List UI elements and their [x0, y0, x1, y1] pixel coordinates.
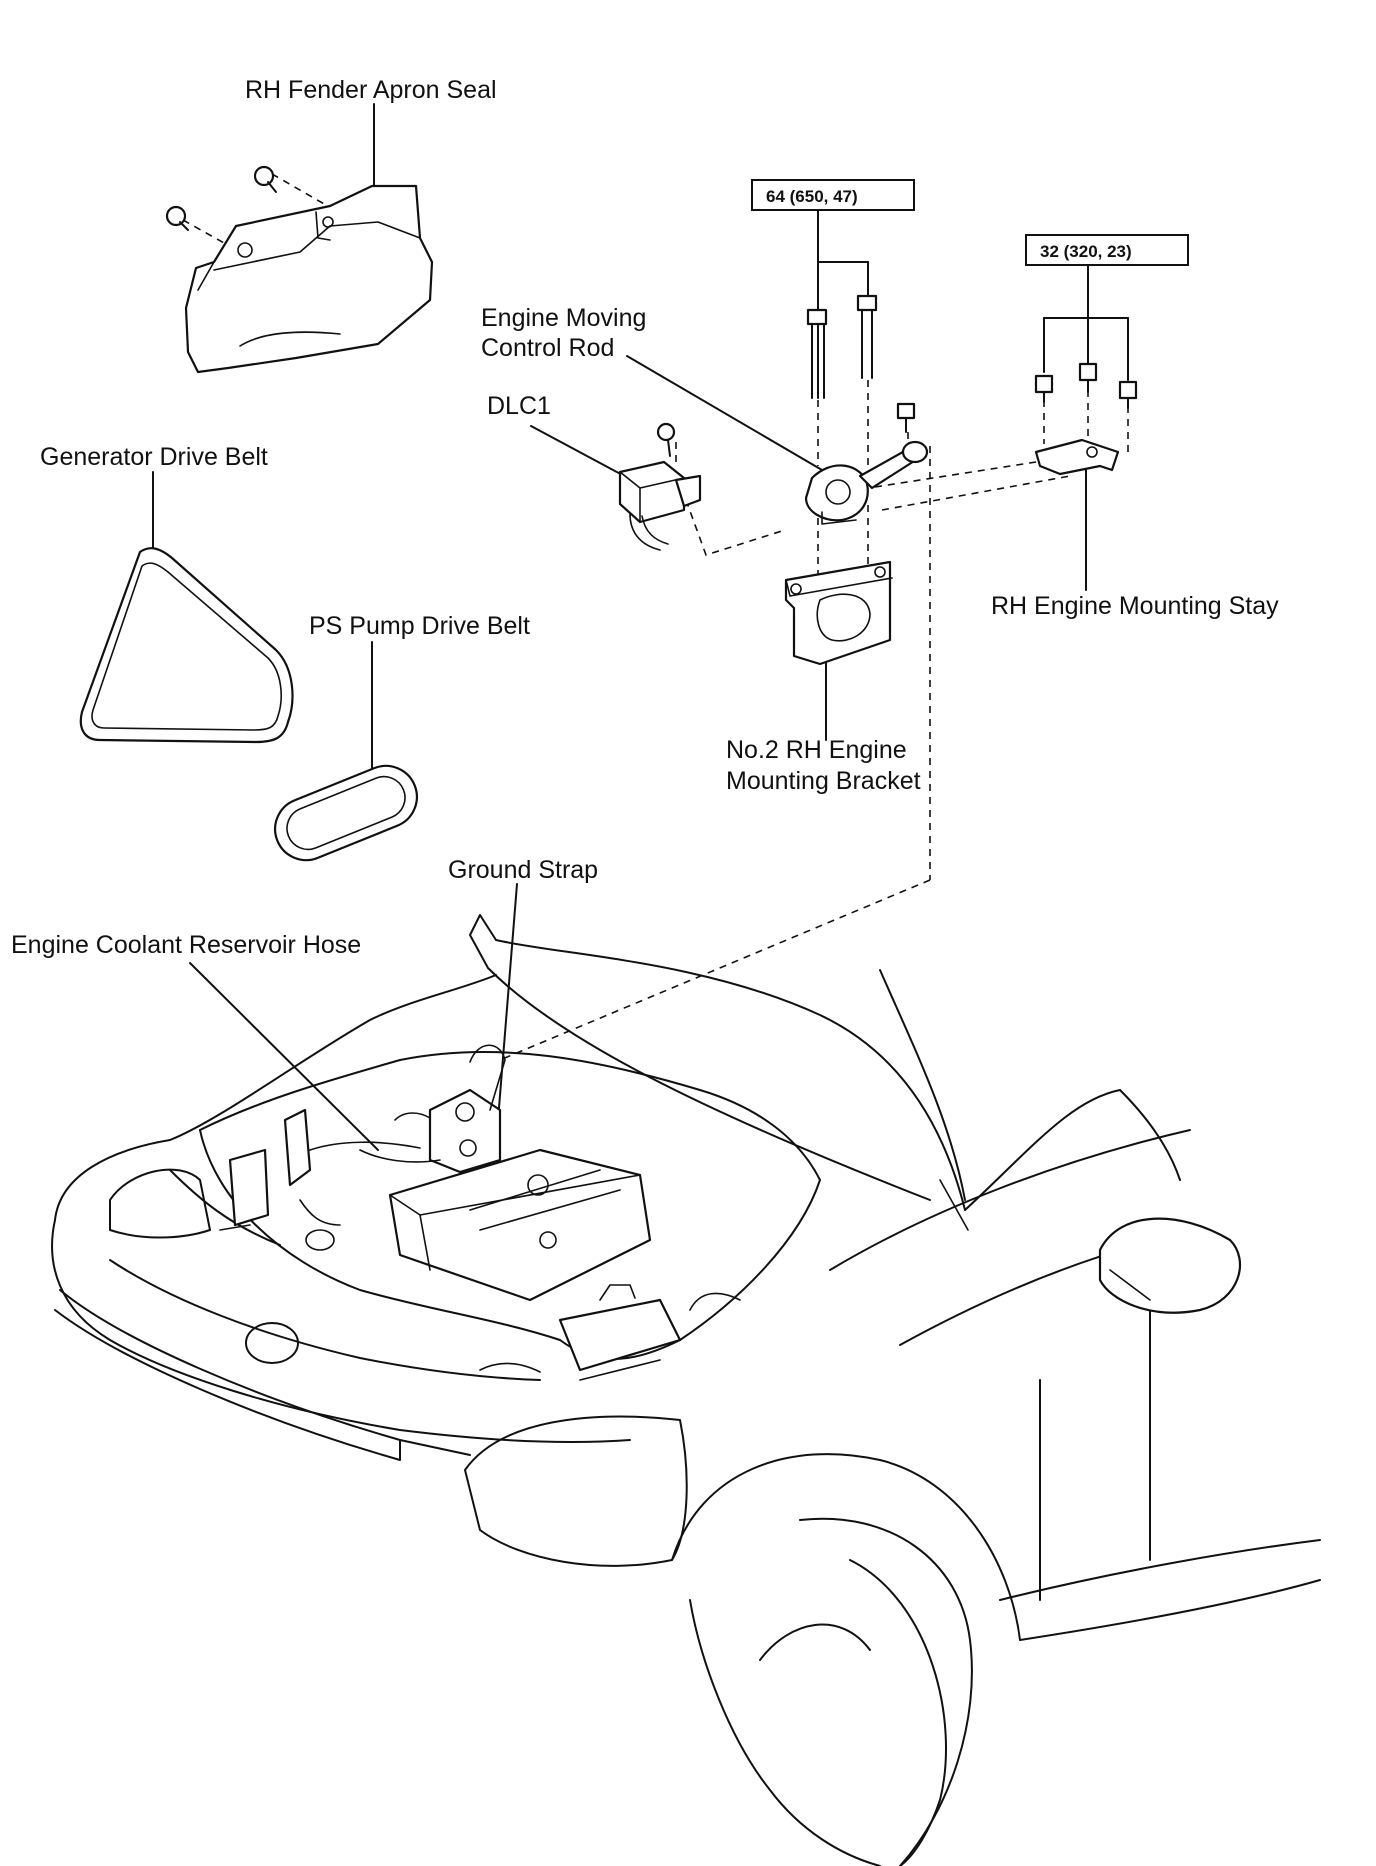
torque-spec-mounting-stay: 32 (320, 23) — [1040, 242, 1132, 261]
label-rh-fender-apron-seal: RH Fender Apron Seal — [245, 76, 497, 104]
engine-moving-control-rod — [804, 294, 929, 525]
label-generator-drive-belt: Generator Drive Belt — [40, 443, 268, 471]
label-engine-coolant-reservoir-hose: Engine Coolant Reservoir Hose — [11, 931, 361, 959]
bolt-icon — [165, 205, 189, 231]
label-ps-pump-drive-belt: PS Pump Drive Belt — [309, 612, 530, 640]
bolt-icon — [656, 422, 676, 457]
bolt-icon — [1118, 380, 1138, 409]
bolt-icon — [1034, 374, 1054, 403]
leader-lines — [152, 103, 1129, 1151]
generator-drive-belt — [79, 547, 294, 744]
torque-box-mounting-stay — [1025, 234, 1189, 266]
assembly-dashed-lines — [182, 173, 1129, 1061]
rh-engine-mounting-stay — [1034, 362, 1138, 476]
label-no2-rh-engine-mounting-bracket-2: Mounting Bracket — [726, 767, 921, 795]
bolt-icon — [253, 165, 277, 193]
no2-rh-engine-mounting-bracket — [784, 560, 893, 666]
label-no2-rh-engine-mounting-bracket-1: No.2 RH Engine — [726, 736, 907, 764]
ps-pump-drive-belt — [274, 764, 418, 862]
label-engine-moving-control-rod-1: Engine Moving — [481, 304, 646, 332]
rh-fender-apron-seal — [165, 165, 434, 374]
bolt-icon — [896, 402, 916, 433]
bolt-icon — [1078, 362, 1098, 393]
label-ground-strap: Ground Strap — [448, 856, 598, 884]
torque-box-control-rod — [751, 179, 915, 211]
dlc1-connector — [618, 422, 702, 551]
bolt-icon — [806, 308, 828, 399]
bolt-icon — [856, 294, 878, 379]
label-rh-engine-mounting-stay: RH Engine Mounting Stay — [991, 592, 1279, 620]
vehicle-illustration — [51, 914, 1321, 1866]
torque-spec-control-rod: 64 (650, 47) — [766, 187, 858, 206]
label-dlc1: DLC1 — [487, 392, 551, 420]
label-engine-moving-control-rod-2: Control Rod — [481, 334, 614, 362]
